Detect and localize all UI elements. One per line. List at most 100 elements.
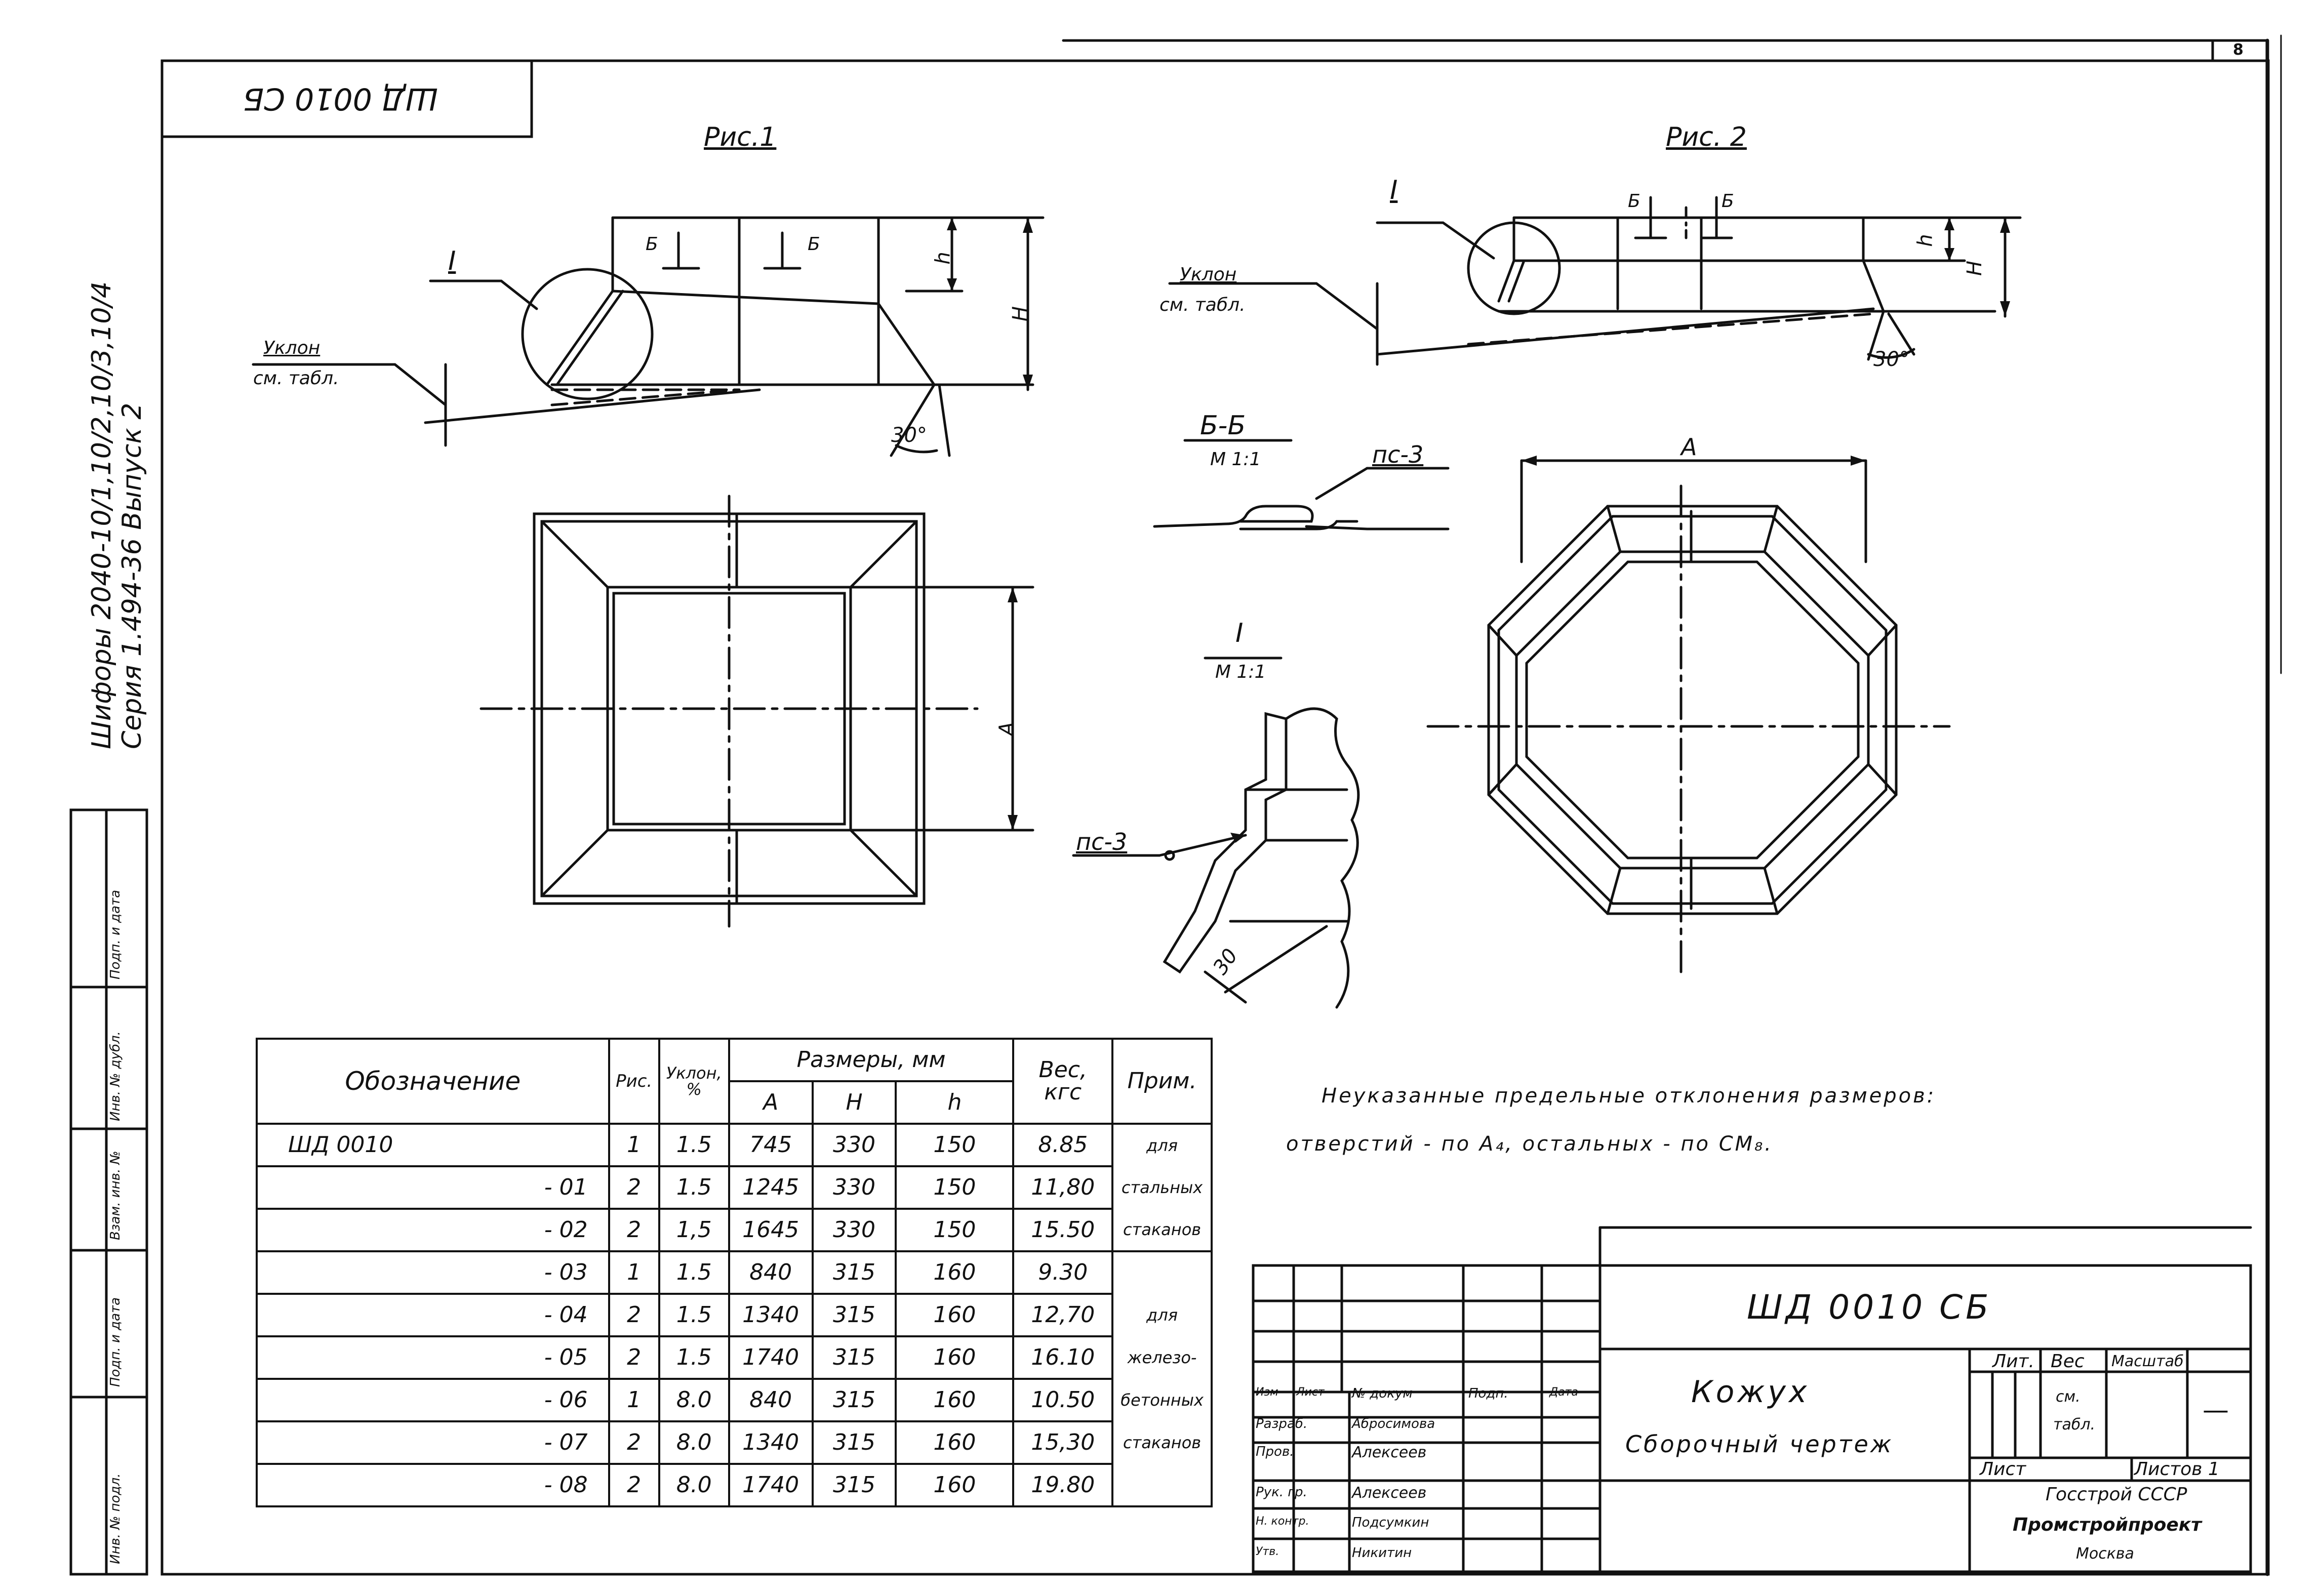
cell-A: 1740 — [728, 1463, 814, 1507]
tb-org-2: Промстройпроект — [2013, 1515, 2202, 1535]
th-note: Прим. — [1111, 1038, 1213, 1125]
cell-designation: - 04 — [256, 1293, 610, 1337]
table-row: - 06 1 8.0 840 315 160 10.50 бетонных — [256, 1378, 1213, 1422]
table-header-row: Обозначение Рис. Уклон, % Размеры, мм Ве… — [256, 1038, 1213, 1125]
cell-h: 150 — [895, 1123, 1015, 1167]
cell-designation: - 08 — [256, 1463, 610, 1507]
table-row: - 04 2 1.5 1340 315 160 12,70 для — [256, 1293, 1213, 1337]
side-stamp-label-4: Инв. № дубл. — [108, 1031, 123, 1121]
cell-fig: 1 — [608, 1250, 660, 1295]
cell-weight: 9.30 — [1012, 1250, 1114, 1295]
cell-slope: 8.0 — [658, 1463, 730, 1507]
tb-h-lit: Лит. — [1992, 1351, 2034, 1372]
fig2-section-left: Б — [1628, 191, 1641, 212]
table-row: - 05 2 1.5 1740 315 160 16.10 железо- — [256, 1335, 1213, 1380]
tolerance-note-line-2: отверстий - по А₄, остальных - по СМ₈. — [1286, 1132, 1773, 1156]
fig2-section-right: Б — [1722, 191, 1734, 212]
title-block-name: Кожух — [1691, 1374, 1810, 1410]
cell-note: для — [1111, 1123, 1213, 1166]
tb-name-3: Алексеев — [1352, 1484, 1427, 1502]
fig1-detail-circle — [521, 268, 654, 400]
table-row: - 03 1 1.5 840 315 160 9.30 — [256, 1250, 1213, 1295]
tb-listov-label: Листов 1 — [2134, 1459, 2220, 1480]
cell-A: 1340 — [728, 1293, 814, 1337]
th-designation: Обозначение — [256, 1038, 610, 1125]
sheet-number: 8 — [2233, 41, 2244, 59]
tb-org-1: Госстрой СССР — [2046, 1484, 2187, 1505]
fig2-H-label: H — [1963, 260, 1987, 276]
cell-H: 315 — [811, 1420, 897, 1465]
top-stamp-frame — [161, 59, 533, 138]
side-stamp-label-3: Взам. инв. № — [108, 1151, 123, 1240]
tb-role-5: Утв. — [1256, 1545, 1279, 1558]
table-row: ШД 0010 1 1.5 745 330 150 8.85 для — [256, 1123, 1213, 1167]
tb-name-2: Алексеев — [1352, 1444, 1427, 1461]
tb-h-izm: Изм — [1256, 1386, 1278, 1399]
cell-designation: - 03 — [256, 1250, 610, 1295]
cell-slope: 1.5 — [658, 1250, 730, 1295]
cell-A: 1645 — [728, 1208, 814, 1252]
cell-fig: 2 — [608, 1165, 660, 1210]
cell-H: 315 — [811, 1463, 897, 1507]
cell-h: 160 — [895, 1463, 1015, 1507]
cell-weight: 8.85 — [1012, 1123, 1114, 1167]
fig1-angle: 30° — [891, 424, 927, 447]
section-bb — [1153, 439, 1450, 530]
cell-H: 315 — [811, 1250, 897, 1295]
cell-designation: - 06 — [256, 1378, 610, 1422]
tb-role-4: Н. контр. — [1256, 1515, 1309, 1528]
cell-H: 315 — [811, 1335, 897, 1380]
detail-i — [1072, 657, 1360, 1009]
cell-h: 160 — [895, 1293, 1015, 1337]
side-stamp — [69, 808, 148, 1576]
fig1-section-left: Б — [646, 234, 658, 255]
tb-ves-val-1: см. — [2056, 1388, 2081, 1406]
tb-h-doc: № докум — [1352, 1386, 1413, 1401]
fig2-title: Рис. 2 — [1666, 122, 1747, 152]
th-A: A — [728, 1080, 814, 1125]
th-h: h — [895, 1080, 1015, 1125]
cell-slope: 1.5 — [658, 1293, 730, 1337]
detail-i-title: I — [1235, 618, 1244, 648]
tb-ves-val-2: табл. — [2053, 1416, 2096, 1434]
cell-H: 315 — [811, 1293, 897, 1337]
detail-i-scale: М 1:1 — [1215, 662, 1266, 682]
cell-slope: 1.5 — [658, 1165, 730, 1210]
section-bb-weld: пс-3 — [1372, 441, 1424, 468]
title-block-subname: Сборочный чертеж — [1625, 1430, 1894, 1458]
cell-weight: 10.50 — [1012, 1378, 1114, 1422]
cell-fig: 1 — [608, 1123, 660, 1167]
cell-h: 160 — [895, 1335, 1015, 1380]
cell-designation: - 02 — [256, 1208, 610, 1252]
tb-role-2: Пров. — [1256, 1444, 1294, 1459]
cell-h: 160 — [895, 1250, 1015, 1295]
cell-note: стаканов — [1111, 1421, 1213, 1464]
cell-A: 840 — [728, 1378, 814, 1422]
cell-A: 840 — [728, 1250, 814, 1295]
series-line-2: Серия 1.494-36 Выпуск 2 — [117, 402, 147, 749]
tb-h-date: Дата — [1549, 1386, 1578, 1399]
cell-weight: 16.10 — [1012, 1335, 1114, 1380]
fig1-plan — [479, 495, 1034, 928]
cell-H: 330 — [811, 1123, 897, 1167]
th-slope: Уклон, % — [658, 1038, 730, 1125]
cell-slope: 1.5 — [658, 1123, 730, 1167]
cell-note: стальных — [1111, 1166, 1213, 1209]
side-stamp-label-5: Подп. и дата — [108, 889, 123, 979]
cell-A: 745 — [728, 1123, 814, 1167]
cell-note: бетонных — [1111, 1379, 1213, 1421]
tb-role-1: Разраб. — [1256, 1416, 1308, 1431]
cell-fig: 2 — [608, 1463, 660, 1507]
th-weight: Вес, кгс — [1012, 1038, 1114, 1125]
cell-slope: 1,5 — [658, 1208, 730, 1252]
fig2-callout: I — [1390, 175, 1398, 206]
tb-role-3: Рук. гр. — [1256, 1485, 1307, 1500]
fig2-slope-ref: см. табл. — [1159, 295, 1246, 315]
cell-weight: 11,80 — [1012, 1165, 1114, 1210]
fig1-elevation — [252, 216, 1045, 457]
tb-name-1: Абросимова — [1352, 1416, 1435, 1431]
title-block-code: ШД 0010 СБ — [1747, 1288, 1992, 1327]
fig2-A-label: A — [1681, 433, 1697, 461]
